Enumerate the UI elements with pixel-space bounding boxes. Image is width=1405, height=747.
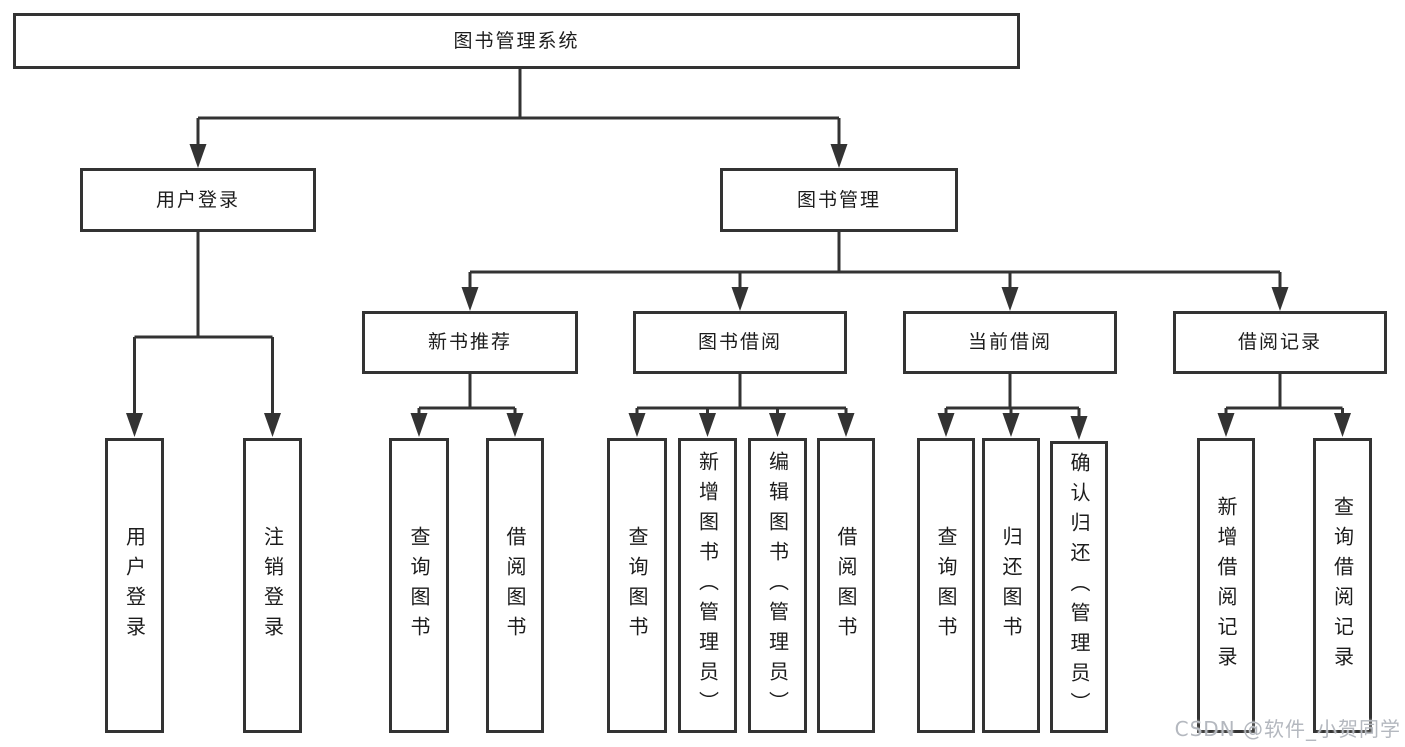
node-user-login: 用户登录 [80, 168, 316, 232]
node-borrow-records-label: 借阅记录 [1237, 331, 1322, 353]
watermark: CSDN @软件_小贺同学 [1174, 717, 1401, 741]
node-root: 图书管理系统 [13, 13, 1020, 69]
node-book-management-label: 图书管理 [796, 188, 881, 211]
node-book-management: 图书管理 [720, 168, 958, 232]
leaf-borrow-query-books-label: 查询图书 [625, 525, 649, 646]
leaf-current-query-books-label: 查询图书 [934, 525, 958, 646]
node-borrow-records: 借阅记录 [1173, 311, 1387, 374]
leaf-records-query-record: 查询借阅记录 [1313, 438, 1372, 733]
leaf-newbook-query-books: 查询图书 [389, 438, 449, 733]
leaf-newbook-borrow-books-label: 借阅图书 [503, 525, 527, 646]
leaf-borrow-query-books: 查询图书 [607, 438, 667, 733]
node-new-book-recommend: 新书推荐 [362, 311, 578, 374]
leaf-current-query-books: 查询图书 [917, 438, 975, 733]
node-root-label: 图书管理系统 [453, 29, 580, 52]
node-book-borrow: 图书借阅 [633, 311, 847, 374]
leaf-current-return-books-label: 归还图书 [999, 525, 1023, 646]
node-book-borrow-label: 图书借阅 [697, 331, 782, 353]
leaf-user-login-label: 用户登录 [122, 525, 147, 646]
leaf-borrow-add-books-label: 新增图书（管理员） [695, 450, 720, 721]
node-current-borrow-label: 当前借阅 [967, 331, 1052, 353]
leaf-current-return-books: 归还图书 [982, 438, 1040, 733]
leaf-borrow-borrow-books: 借阅图书 [817, 438, 875, 733]
leaf-newbook-borrow-books: 借阅图书 [486, 438, 544, 733]
node-user-login-label: 用户登录 [155, 188, 240, 211]
leaf-current-confirm-return-label: 确认归还（管理员） [1067, 452, 1091, 722]
leaf-records-add-record: 新增借阅记录 [1197, 438, 1255, 733]
leaf-borrow-borrow-books-label: 借阅图书 [834, 525, 858, 646]
leaf-borrow-add-books: 新增图书（管理员） [678, 438, 737, 733]
leaf-newbook-query-books-label: 查询图书 [407, 525, 431, 646]
leaf-logout: 注销登录 [243, 438, 302, 733]
leaf-borrow-edit-books-label: 编辑图书（管理员） [765, 450, 790, 721]
leaf-current-confirm-return: 确认归还（管理员） [1050, 441, 1108, 733]
node-new-book-recommend-label: 新书推荐 [427, 331, 512, 353]
leaf-records-query-record-label: 查询借阅记录 [1330, 495, 1355, 676]
leaf-records-add-record-label: 新增借阅记录 [1214, 495, 1238, 676]
leaf-logout-label: 注销登录 [260, 525, 285, 646]
leaf-borrow-edit-books: 编辑图书（管理员） [748, 438, 807, 733]
leaf-user-login: 用户登录 [105, 438, 164, 733]
node-current-borrow: 当前借阅 [903, 311, 1117, 374]
